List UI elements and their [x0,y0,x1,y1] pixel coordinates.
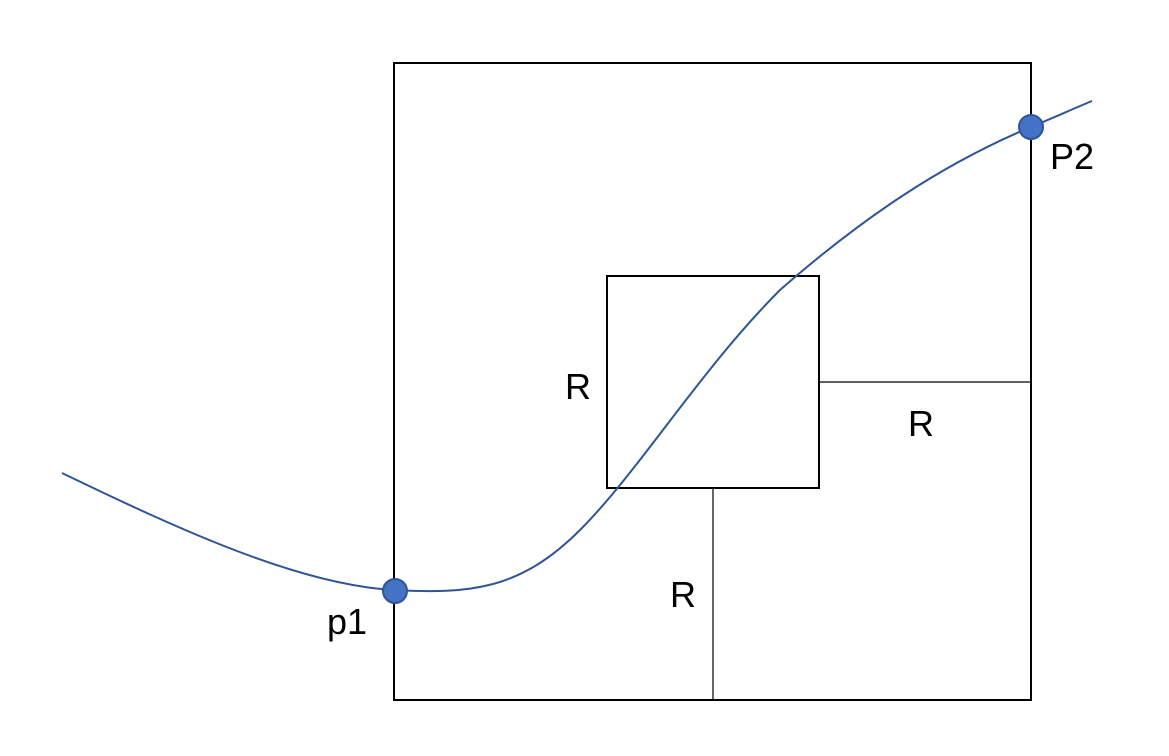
point-p1-marker [382,578,408,604]
inner-square [606,275,820,489]
curve-path [61,100,1093,593]
point-p2-marker [1018,114,1044,140]
label-p1: p1 [327,601,367,642]
label-inner-r: R [565,366,591,407]
label-p2: P2 [1050,136,1094,177]
label-right-r: R [908,403,934,444]
label-bottom-r: R [670,574,696,615]
